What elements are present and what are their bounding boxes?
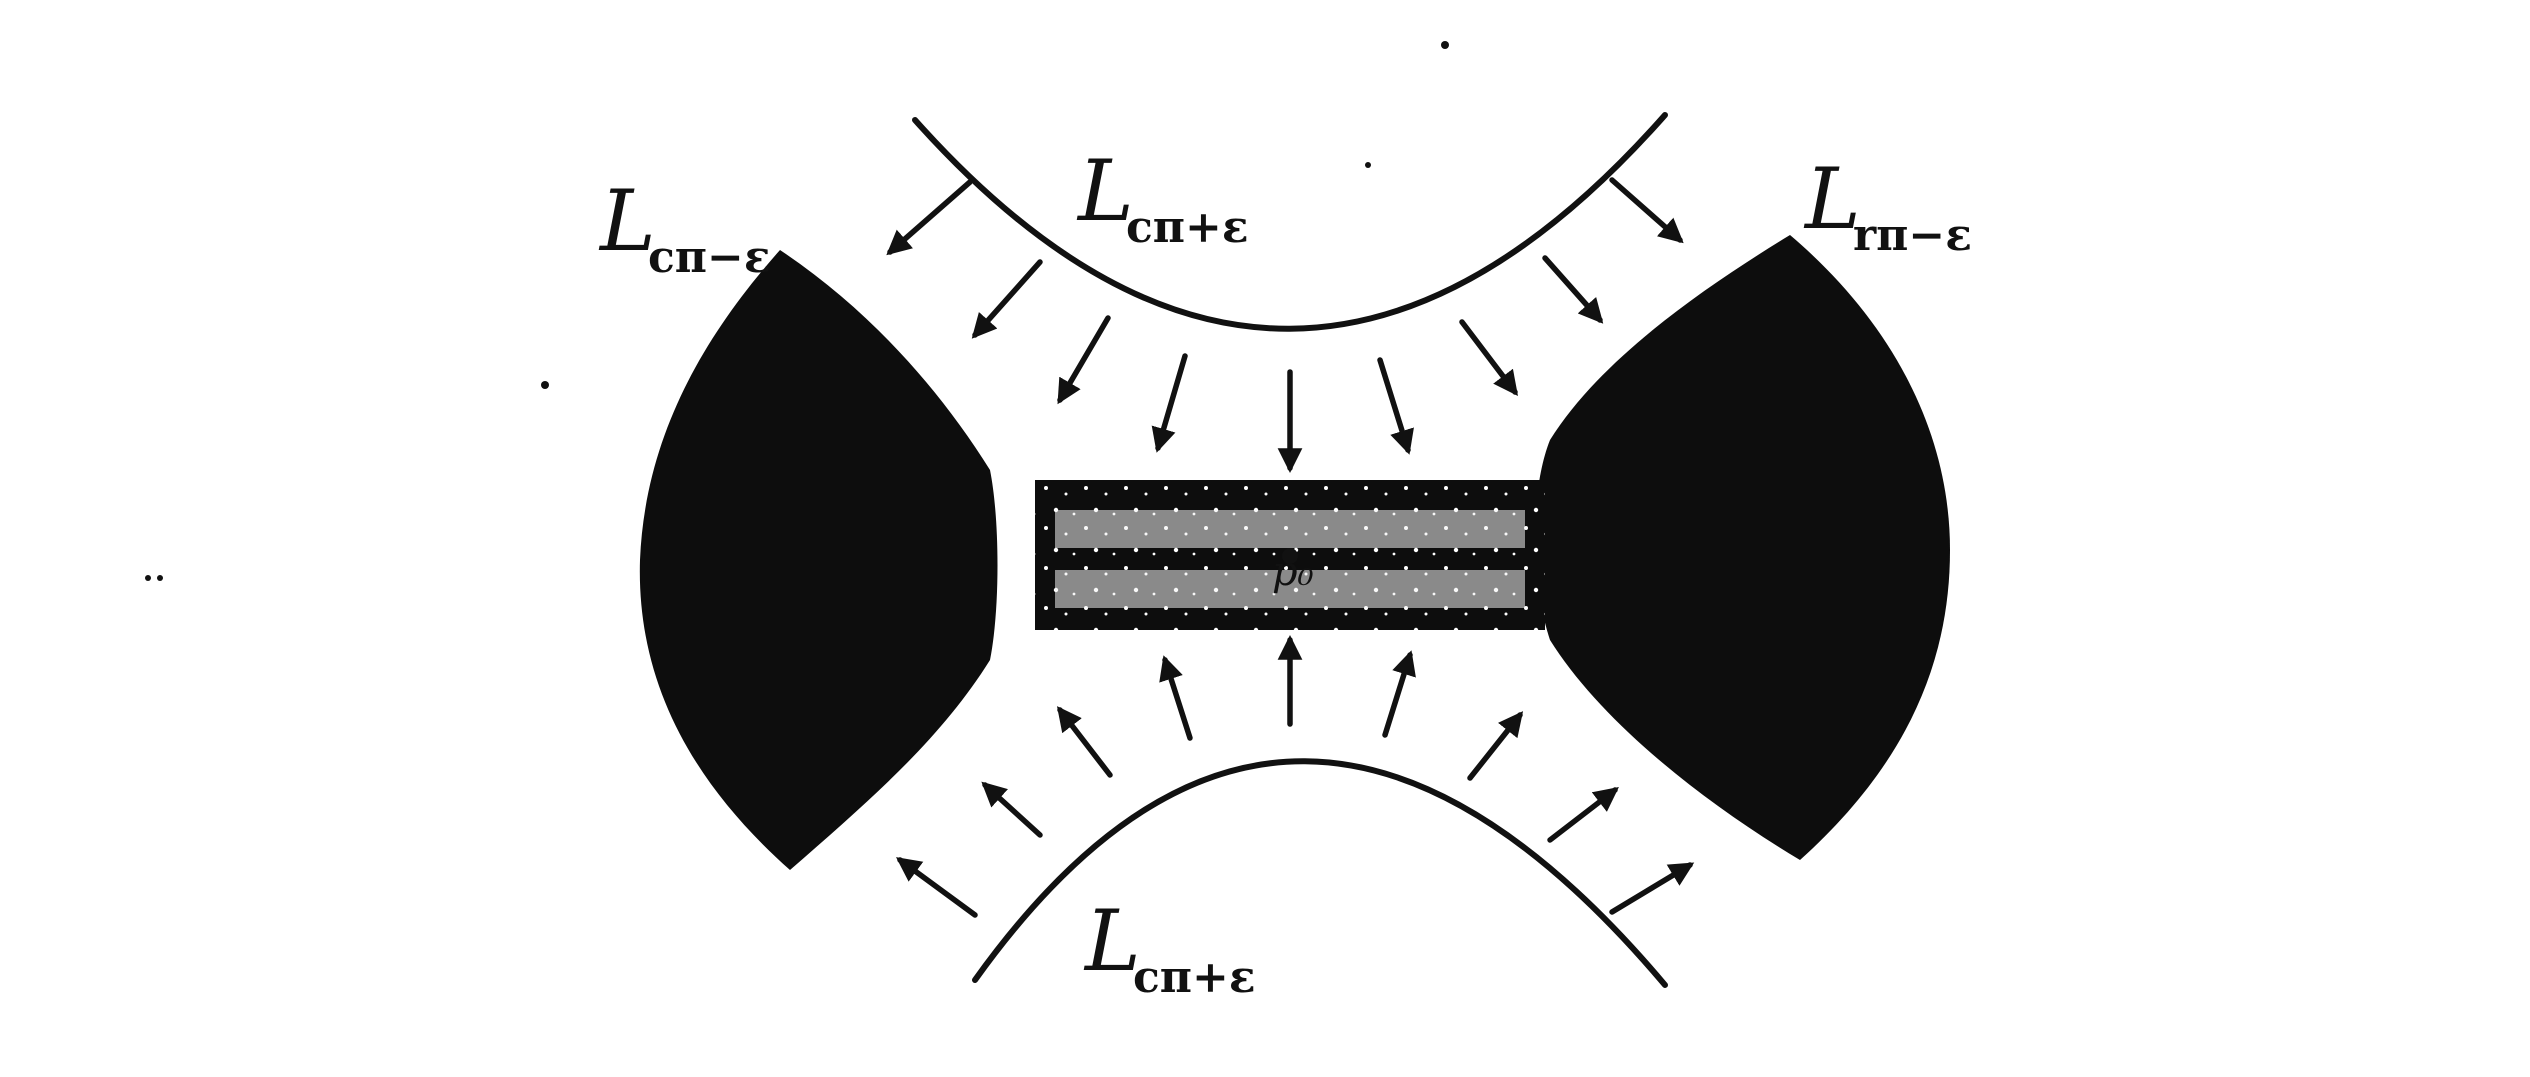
label-top-left-sub: cπ−ε [648, 232, 771, 283]
label-top-right-main: L [1803, 150, 1861, 248]
central-band-highlight [1055, 570, 1525, 608]
right-shaded-region [1535, 235, 1950, 860]
gradient-arrow [1159, 655, 1193, 741]
gradient-arrow [1057, 315, 1111, 405]
lower-level-curve [972, 758, 1668, 988]
label-top-center-sub: cπ+ε [1126, 202, 1249, 253]
gradient-arrow [1547, 786, 1619, 843]
gradient-arrow [1382, 650, 1416, 738]
label-top-left-main: L [598, 172, 656, 270]
scan-speck [1441, 41, 1449, 49]
gradient-arrow [981, 781, 1043, 838]
label-top-left: L cπ−ε [598, 172, 771, 283]
gradient-arrow [1467, 711, 1524, 781]
gradient-arrow [1542, 255, 1604, 324]
lower-gradient-arrows [896, 635, 1695, 918]
gradient-arrow [886, 179, 973, 256]
gradient-arrow [1056, 706, 1113, 778]
label-bottom-center-sub: cπ+ε [1133, 952, 1256, 1003]
gradient-arrow [1609, 177, 1684, 244]
central-band-highlight [1055, 510, 1525, 548]
upper-gradient-arrows [886, 177, 1684, 473]
scan-speck [157, 575, 163, 581]
left-shaded-region [639, 250, 998, 870]
label-bottom-center: L cπ+ε [1083, 892, 1256, 1003]
label-top-center: L cπ+ε [1076, 142, 1249, 253]
gradient-arrow [971, 259, 1043, 339]
label-bottom-center-main: L [1083, 892, 1141, 990]
scan-speck [145, 575, 151, 581]
critical-point [1282, 548, 1298, 564]
gradient-arrow [1377, 357, 1414, 455]
upper-level-curve [912, 112, 1668, 332]
scan-speck [541, 381, 549, 389]
gradient-arrow [1151, 353, 1188, 453]
label-top-center-main: L [1076, 142, 1134, 240]
label-top-right: L rπ−ε [1803, 150, 1972, 261]
critical-point-label: p₀ [1272, 549, 1314, 595]
gradient-arrow [1609, 862, 1695, 915]
gradient-arrow [896, 857, 978, 918]
label-top-right-sub: rπ−ε [1853, 210, 1972, 261]
gradient-arrow [1459, 319, 1518, 396]
scan-speck [1365, 162, 1371, 168]
